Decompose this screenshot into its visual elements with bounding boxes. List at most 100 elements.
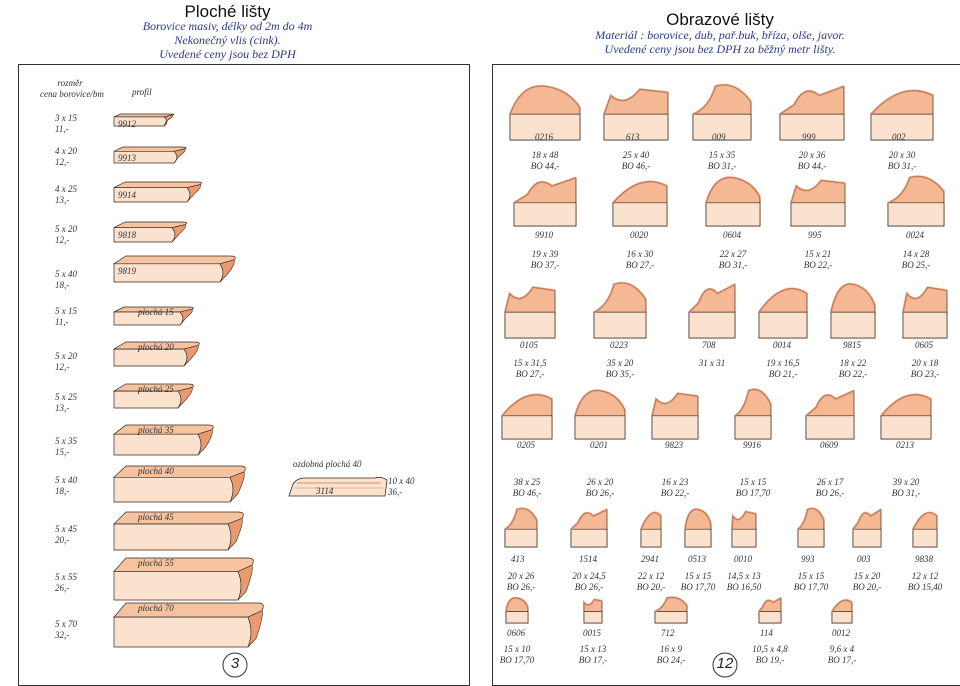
picture-moulding-profile	[758, 287, 808, 339]
moulding-code: 0020	[630, 230, 648, 240]
moulding-dim: 19 x 39	[531, 249, 559, 259]
price-value: 15,-	[55, 447, 70, 457]
moulding-code: 0024	[906, 230, 924, 240]
picture-moulding-profile	[582, 598, 603, 624]
size-value: 5 x 40	[55, 269, 77, 279]
picture-moulding-profile	[612, 180, 668, 227]
moulding-price: BO 16,50	[726, 582, 762, 592]
moulding-dim: 15 x 10	[503, 644, 531, 654]
left-subtitle-line: Nekonečný vlis (cink).	[174, 33, 281, 47]
moulding-price: BO 20,-	[636, 582, 666, 592]
moulding-price: BO 31,-	[718, 260, 748, 270]
moulding-dim: 20 x 18	[911, 358, 939, 368]
moulding-code: 9916	[743, 440, 761, 450]
profile-label: 9914	[118, 189, 136, 200]
price-value: 18,-	[55, 486, 70, 496]
left-subtitle-line: Uvedené ceny jsou bez DPH	[159, 47, 296, 61]
picture-moulding-profile	[789, 179, 846, 227]
picture-moulding-profile	[602, 88, 669, 141]
moulding-highlight	[602, 88, 669, 115]
moulding-front-face	[509, 113, 581, 141]
moulding-code: 0604	[723, 230, 741, 240]
moulding-dim: 26 x 20	[586, 477, 614, 487]
profile-label: plochá 15	[138, 307, 174, 317]
right-subtitle-line: Uvedené ceny jsou bez DPH za běžný metr …	[604, 42, 836, 56]
moulding-side-face	[183, 345, 199, 367]
size-value: 5 x 55	[55, 572, 77, 582]
picture-moulding-profile	[880, 393, 932, 440]
moulding-code: 0014	[773, 340, 791, 350]
moulding-code: 9823	[665, 440, 683, 450]
moulding-price: BO 24,-	[656, 655, 686, 665]
profile-label: plochá 55	[138, 558, 174, 568]
flat-moulding-profile	[113, 306, 194, 326]
moulding-code: 413	[511, 554, 525, 564]
flat-moulding-profile	[112, 255, 236, 283]
moulding-top-face	[113, 181, 202, 189]
moulding-price: BO 46,-	[621, 161, 651, 171]
picture-moulding-profile	[593, 281, 647, 339]
moulding-front-face	[805, 415, 855, 440]
moulding-top-face	[113, 511, 244, 525]
moulding-dim: 22 x 12	[637, 571, 665, 581]
moulding-code: 0015	[583, 628, 601, 638]
moulding-dim: 20 x 24,5	[572, 571, 606, 581]
picture-moulding-profile	[901, 286, 948, 339]
size-value: 5 x 40	[55, 475, 77, 485]
moulding-dim: 20 x 30	[888, 150, 916, 160]
moulding-dim: 15 x 31,5	[513, 358, 547, 368]
moulding-front-face	[692, 113, 752, 141]
moulding-front-face	[830, 311, 876, 339]
moulding-highlight	[829, 282, 877, 313]
moulding-highlight	[912, 511, 938, 530]
size-value: 5 x 45	[55, 524, 77, 534]
moulding-front-face	[651, 415, 699, 440]
moulding-highlight	[639, 511, 662, 530]
profile-label: 9819	[118, 265, 136, 276]
moulding-front-face	[640, 528, 662, 548]
moulding-price: BO 44,-	[530, 161, 560, 171]
size-value: 5 x 15	[55, 306, 77, 316]
flat-moulding-profile	[113, 511, 244, 551]
picture-moulding-profile	[829, 282, 877, 339]
moulding-front-face	[113, 523, 232, 551]
price-value: 32,-	[55, 630, 70, 640]
moulding-dim: 15 x 15	[797, 571, 825, 581]
right-page-subtitle: Materiál : borovice, dub, pař.buk, bříza…	[540, 28, 900, 56]
moulding-side-face	[171, 224, 186, 243]
moulding-dim: 15 x 15	[684, 571, 712, 581]
moulding-code: 0606	[507, 628, 525, 638]
moulding-highlight	[570, 508, 608, 531]
moulding-price: BO 26,-	[815, 488, 845, 498]
moulding-top-face	[113, 557, 254, 572]
moulding-front-face	[790, 202, 846, 227]
moulding-price: BO 17,-	[827, 655, 857, 665]
picture-moulding-profile	[683, 508, 713, 548]
moulding-dim: 20 x 36	[798, 150, 826, 160]
moulding-dim: 18 x 48	[531, 150, 559, 160]
moulding-price: BO 31,-	[707, 161, 737, 171]
moulding-dim: 20 x 26	[507, 571, 535, 581]
picture-moulding-profile	[870, 89, 934, 141]
moulding-side-face	[163, 114, 174, 127]
profile-label: 9913	[118, 153, 136, 164]
moulding-front-face	[593, 311, 647, 339]
moulding-highlight	[504, 507, 538, 531]
price-value: 20,-	[55, 535, 70, 545]
flat-moulding-profile	[113, 465, 246, 503]
moulding-dim: 12 x 12	[911, 571, 939, 581]
